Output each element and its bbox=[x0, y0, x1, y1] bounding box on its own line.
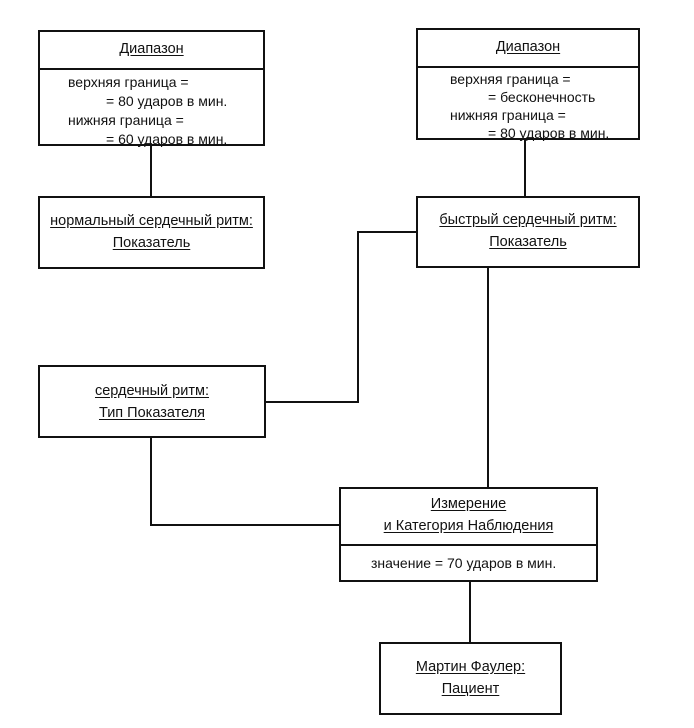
normal-heart-rate-header: нормальный сердечный ритм: Показатель bbox=[40, 198, 263, 254]
fast-heart-rate-class: Показатель bbox=[489, 234, 567, 250]
fast-heart-rate-header: быстрый сердечный ритм: Показатель bbox=[418, 198, 638, 253]
link-rate-type-to-measurement bbox=[150, 438, 339, 526]
normal-heart-rate-class: Показатель bbox=[112, 235, 191, 251]
range-object-normal-header: Диапазон bbox=[40, 32, 263, 68]
link-fast-rate-to-rate-type bbox=[266, 231, 416, 403]
upper-bound-label: верхняя граница = bbox=[68, 74, 189, 90]
range-object-fast: Диапазон верхняя граница = = бесконечнос… bbox=[416, 28, 640, 142]
range-object-fast-header: Диапазон bbox=[418, 30, 638, 66]
range-object-normal: Диапазон верхняя граница = = 80 ударов в… bbox=[38, 30, 265, 149]
normal-heart-rate-object: нормальный сердечный ритм: Показатель bbox=[38, 196, 265, 269]
range-object-fast-title: Диапазон bbox=[495, 39, 561, 55]
patient-object: Мартин Фаулер: Пациент bbox=[379, 642, 562, 715]
heart-rate-type-class: Тип Показателя bbox=[98, 405, 206, 421]
lower-bound-value: = 80 ударов в мин. bbox=[488, 125, 610, 141]
lower-bound-value: = 60 ударов в мин. bbox=[106, 131, 228, 147]
lower-bound-label: нижняя граница = bbox=[68, 112, 184, 128]
patient-name: Мартин Фаулер: bbox=[415, 659, 526, 675]
range-object-normal-title: Диапазон bbox=[119, 41, 184, 57]
heart-rate-type-object: сердечный ритм: Тип Показателя bbox=[38, 365, 266, 438]
measurement-object: Измерение и Категория Наблюдения значени… bbox=[339, 487, 598, 582]
upper-bound-value: = бесконечность bbox=[488, 89, 596, 105]
patient-header: Мартин Фаулер: Пациент bbox=[381, 644, 560, 700]
measurement-header: Измерение и Категория Наблюдения bbox=[341, 489, 596, 544]
measurement-value: значение = 70 ударов в мин. bbox=[371, 555, 557, 571]
upper-bound-label: верхняя граница = bbox=[450, 71, 571, 87]
upper-bound-value: = 80 ударов в мин. bbox=[106, 93, 228, 109]
measurement-subtitle: и Категория Наблюдения bbox=[383, 518, 554, 534]
normal-heart-rate-title: нормальный сердечный ритм: bbox=[50, 213, 253, 229]
heart-rate-type-title: сердечный ритм: bbox=[94, 383, 209, 399]
fast-heart-rate-object: быстрый сердечный ритм: Показатель bbox=[416, 196, 640, 268]
lower-bound-label: нижняя граница = bbox=[450, 107, 566, 123]
range-object-normal-attributes: верхняя граница = = 80 ударов в мин. ниж… bbox=[40, 68, 263, 149]
measurement-title: Измерение bbox=[430, 496, 507, 512]
measurement-attributes: значение = 70 ударов в мин. bbox=[341, 544, 596, 573]
patient-class: Пациент bbox=[441, 681, 500, 697]
fast-heart-rate-title: быстрый сердечный ритм: bbox=[439, 212, 617, 228]
heart-rate-type-header: сердечный ритм: Тип Показателя bbox=[40, 367, 264, 424]
range-object-fast-attributes: верхняя граница = = бесконечность нижняя… bbox=[418, 66, 638, 142]
